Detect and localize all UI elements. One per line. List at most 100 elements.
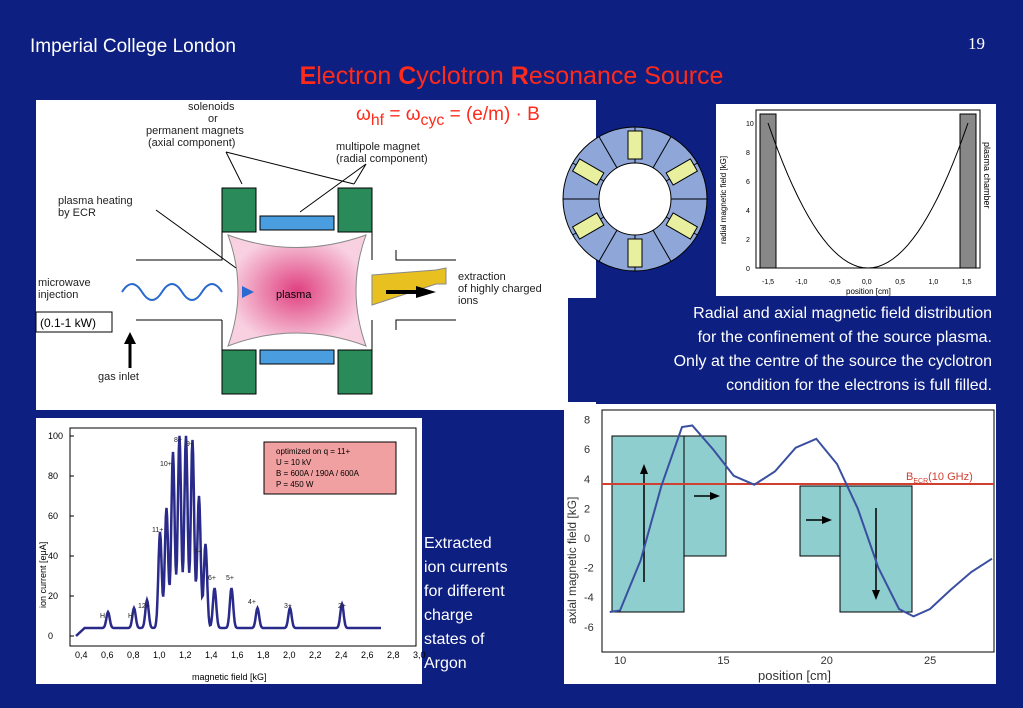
axial-xtick: 25 (924, 655, 936, 667)
label-power: (0.1-1 kW) (40, 316, 96, 330)
pole-segment (627, 130, 643, 160)
spectrum-xtick: 1,6 (231, 650, 244, 660)
axial-ytick: 4 (584, 474, 590, 486)
peak-label: 8+ (174, 437, 182, 444)
resonance-formula: ωhf = ωcyc = (e/m) · B (356, 104, 540, 130)
spectrum-ylabel: ion current [eμA] (38, 542, 48, 608)
peak-label: 10+ (160, 461, 172, 468)
radial-xtick: 0,5 (895, 279, 905, 286)
label-multipole: multipole magnet (336, 141, 420, 153)
pole-segment (665, 212, 699, 240)
page-number: 19 (968, 34, 985, 53)
settings-box (263, 441, 397, 495)
title-part-4: Source (644, 62, 724, 90)
spectrum-xtick: 0,6 (101, 650, 114, 660)
caption1-line-2: for the confinement of the source plasma… (697, 329, 992, 346)
radial-ytick: 8 (746, 150, 750, 157)
spectrum-xtick: 2,8 (387, 650, 400, 660)
title-part-3: esonance (528, 62, 645, 90)
label-microwave-2: injection (38, 289, 78, 301)
formula-rest: = (e/m) · B (444, 104, 540, 125)
radial-ytick: 4 (746, 208, 750, 215)
coil-bottom-right (337, 349, 373, 395)
title-part-1: lectron (316, 62, 399, 90)
peak-label: 11+ (152, 527, 163, 534)
pole-segment (665, 158, 699, 186)
caption1-line-1: Radial and axial magnetic field distribu… (693, 305, 992, 322)
caption-field-distribution: Radial and axial magnetic field distribu… (568, 298, 996, 402)
label-heating-2: by ECR (58, 207, 96, 219)
ecr-frequency: (10 GHz) (928, 471, 973, 483)
spectrum-xtick: 2,4 (335, 650, 348, 660)
label-radial: (radial component) (336, 153, 428, 165)
spectrum-xtick: 2,0 (283, 650, 296, 660)
radial-xtick: -1,5 (762, 279, 774, 286)
omega-symbol: ω (356, 104, 371, 125)
axial-field-curve (609, 424, 993, 618)
title-part-2: yclotron (416, 62, 511, 90)
microwave-wave (121, 283, 223, 301)
ecr-subscript: ECR (913, 478, 928, 485)
spectrum-xtick: 0,8 (127, 650, 140, 660)
ecr-schematic: plasma solenoids or permanent magnets (a… (35, 101, 542, 395)
slide-title: Electron Cyclotron Resonance Source (0, 62, 1023, 91)
axial-ylabel: axial magnetic field [kG] (565, 497, 579, 624)
peak-label: 12+ (138, 603, 150, 610)
spectrum-xtick: 1,0 (153, 650, 166, 660)
multipole-top (259, 215, 335, 231)
caption2-line-5: states of (424, 631, 485, 648)
peak-label: 2+ (338, 603, 346, 610)
axial-xlabel: position [cm] (758, 668, 831, 683)
subscript-hf: hf (370, 111, 385, 129)
label-extraction-2: of highly charged (458, 283, 542, 295)
radial-xtick: 0,0 (862, 279, 872, 286)
spectrum-xtick: 2,2 (309, 650, 322, 660)
label-gas-inlet: gas inlet (98, 371, 139, 383)
label-microwave-1: microwave (38, 277, 91, 289)
label-axial: (axial component) (148, 137, 235, 149)
label-extraction-1: extraction (458, 271, 506, 283)
spectrum-ytick: 40 (48, 551, 58, 561)
peak-label: 6+ (208, 575, 216, 582)
axial-ytick: -2 (584, 563, 594, 575)
caption2-line-3: for different (424, 583, 505, 600)
spectrum-xtick: 2,6 (361, 650, 374, 660)
plasma-label: plasma (276, 289, 312, 301)
caption2-line-1: Extracted (424, 535, 492, 552)
peak-label: 5+ (226, 575, 234, 582)
peak-label: 3+ (284, 603, 292, 610)
axial-xtick: 15 (717, 655, 729, 667)
axial-ytick: -6 (584, 622, 594, 634)
radial-ylabel: radial magnetic field [kG] (719, 156, 728, 244)
spectrum-xtick: 1,2 (179, 650, 192, 660)
ecr-label: BECR(10 GHz) (906, 471, 973, 485)
spectrum-ytick: 60 (48, 511, 58, 521)
label-heating-1: plasma heating (58, 195, 133, 207)
spectrum-xtick: 0,4 (75, 650, 88, 660)
spectrum-curve (75, 435, 381, 637)
radial-xtick: -0,5 (829, 279, 841, 286)
caption-ion-currents: Extracted ion currents for different cha… (424, 532, 544, 676)
settings-line-4: P = 450 W (276, 480, 314, 489)
spectrum-ytick: 80 (48, 471, 58, 481)
spectrum-xlabel: magnetic field [kG] (192, 672, 267, 682)
radial-ytick: 2 (746, 237, 750, 244)
radial-ytick: 0 (746, 266, 750, 273)
caption1-line-3: Only at the centre of the source the cyc… (673, 353, 992, 370)
peak-label: 7+ (194, 549, 202, 556)
caption1-line-4: condition for the electrons is full fill… (726, 377, 992, 394)
equals-sign: = (384, 104, 406, 125)
axial-ytick: 0 (584, 533, 590, 545)
omega-symbol: ω (405, 104, 421, 125)
label-permanent: permanent magnets (146, 125, 244, 137)
radial-xtick: 1,5 (962, 279, 972, 286)
axial-xtick: 10 (614, 655, 626, 667)
caption2-line-6: Argon (424, 655, 467, 672)
radial-field-curve (767, 122, 969, 269)
coil-bottom-left (221, 349, 257, 395)
axial-ytick: 8 (584, 415, 590, 427)
